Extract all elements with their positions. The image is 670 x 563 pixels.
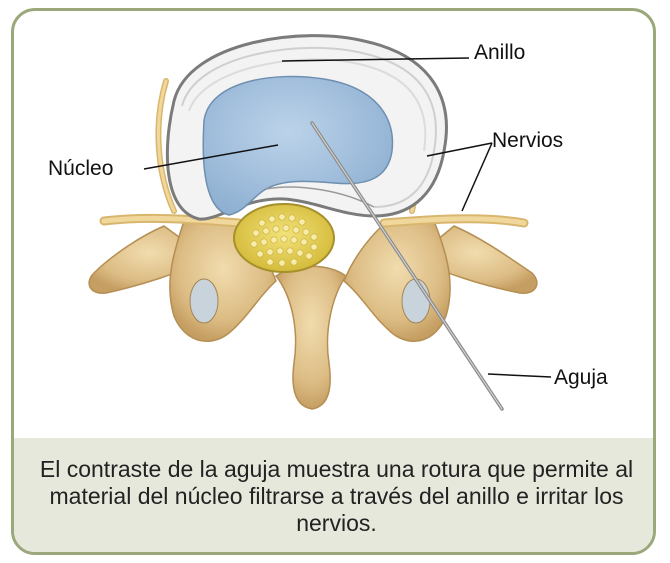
label-nucleus: Núcleo	[48, 157, 113, 181]
label-annulus: Anillo	[474, 41, 525, 65]
label-nerves: Nervios	[492, 129, 563, 153]
spinal-cord	[234, 204, 334, 272]
diagram-frame: Anillo Núcleo Nervios Aguja El contraste…	[11, 8, 656, 555]
caption-area: El contraste de la aguja muestra una rot…	[14, 438, 656, 555]
caption-text: El contraste de la aguja muestra una rot…	[37, 456, 637, 537]
label-needle: Aguja	[554, 366, 608, 390]
